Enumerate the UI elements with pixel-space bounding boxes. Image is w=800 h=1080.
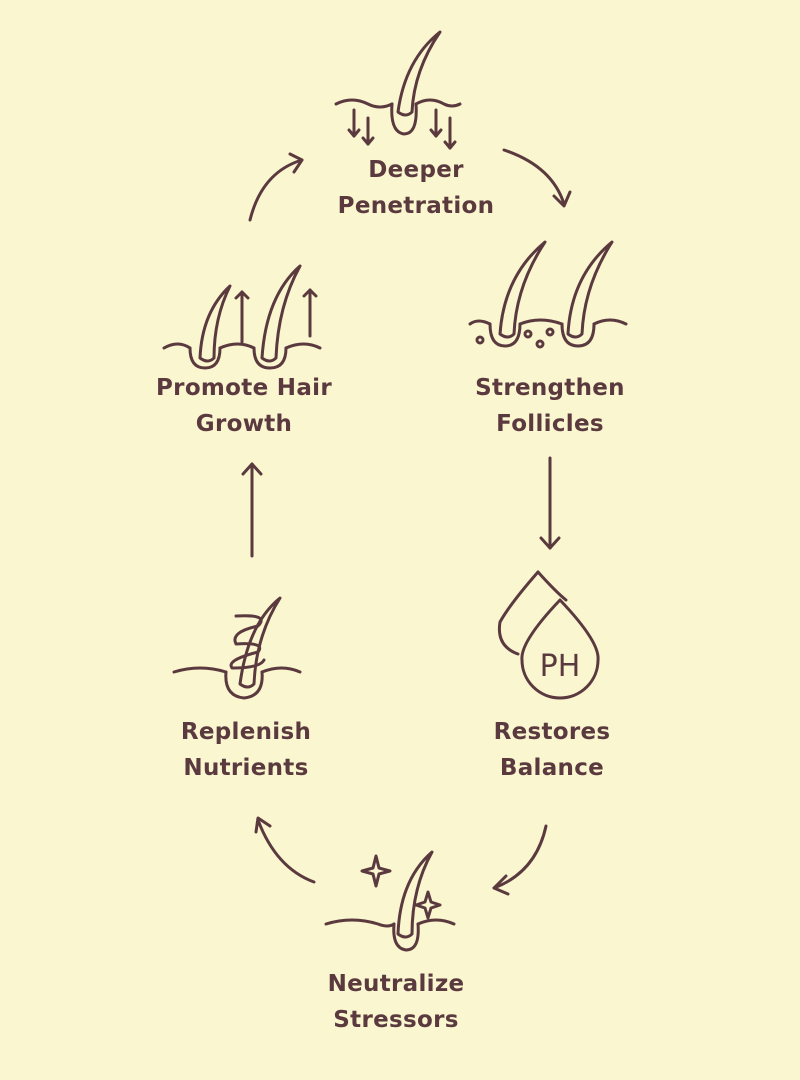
label-restores-balance: Restores Balance (422, 714, 682, 786)
arrow-strengthen-to-restores (539, 456, 561, 550)
arrow-neutralize-to-replenish (254, 816, 316, 884)
label-deeper-penetration: Deeper Penetration (286, 152, 546, 224)
arrow-promote-to-deeper (248, 152, 304, 222)
label-replenish-nutrients: Replenish Nutrients (116, 714, 376, 786)
label-neutralize-stressors: Neutralize Stressors (266, 966, 526, 1038)
label-line-2: Stressors (333, 1007, 459, 1033)
label-line-1: Deeper (368, 157, 464, 183)
hair-sparkles-icon (324, 850, 456, 952)
label-strengthen-follicles: Strengthen Follicles (420, 370, 680, 442)
arrow-replenish-to-promote (241, 462, 263, 558)
arrow-deeper-to-strengthen (502, 148, 572, 208)
arrow-restores-to-neutralize (492, 824, 548, 896)
hair-follicles-arrows-up-icon (162, 264, 322, 370)
ph-drops-icon: PH (497, 570, 600, 700)
label-promote-hair-growth: Promote Hair Growth (114, 370, 374, 442)
hair-spiral-icon (172, 596, 302, 700)
label-line-1: Promote Hair (156, 375, 332, 401)
label-line-2: Nutrients (183, 755, 309, 781)
two-hair-follicles-icon (468, 240, 628, 349)
label-line-1: Restores (493, 719, 611, 745)
hair-follicle-arrows-down-icon (334, 30, 462, 150)
label-line-2: Follicles (496, 411, 604, 437)
label-line-2: Balance (499, 755, 605, 781)
label-line-2: Growth (195, 411, 293, 437)
label-line-1: Neutralize (327, 971, 465, 997)
ph-text: PH (540, 649, 581, 684)
label-line-1: Strengthen (475, 375, 625, 401)
label-line-1: Replenish (180, 719, 312, 745)
label-line-2: Penetration (337, 193, 495, 219)
